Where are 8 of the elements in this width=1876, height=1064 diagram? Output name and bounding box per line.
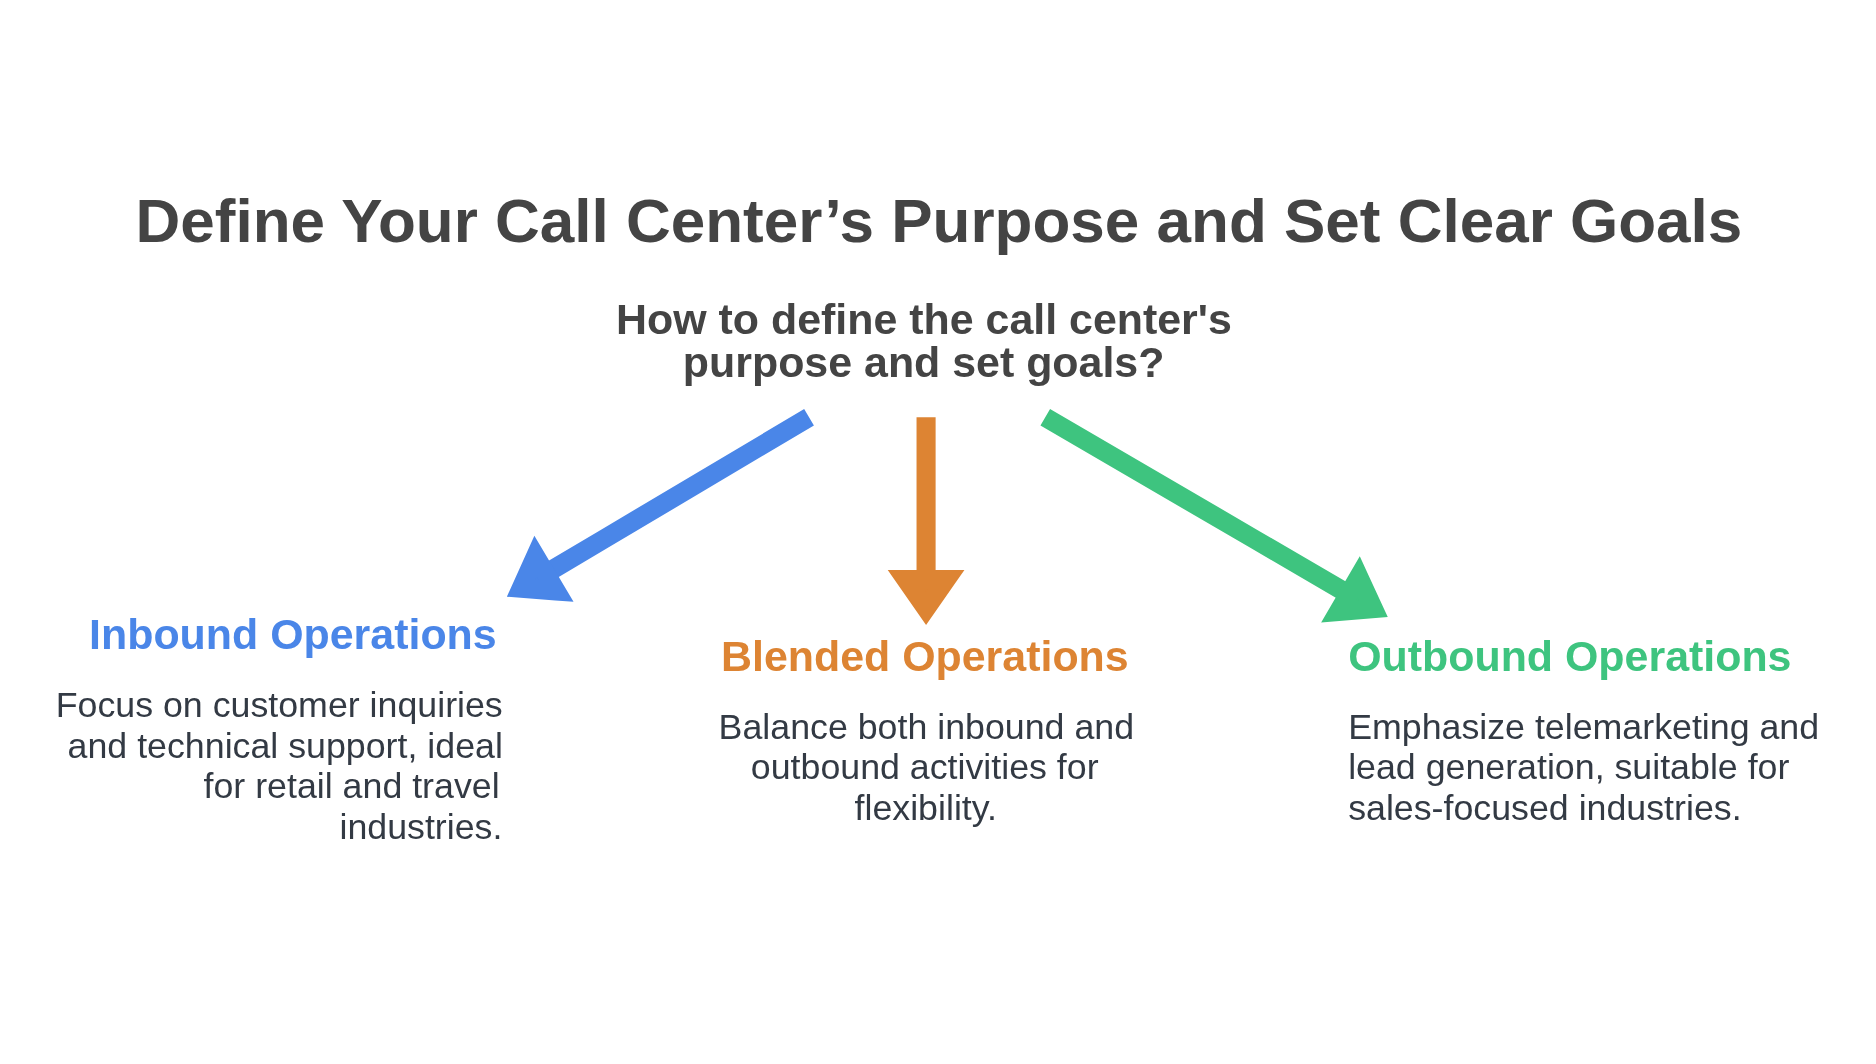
- node-text: How to define the call center's purpose and set goals?: [616, 294, 1232, 386]
- arrow: [506, 408, 814, 602]
- node-text: Inbound Operations Focus on customer inquiries and technical support, ideal for retail and travel industries.: [55, 609, 503, 847]
- arrow: [887, 416, 965, 625]
- node-text: Outbound Operations Emphasize telemarketing and lead generation, suitable for sales-focused industries.: [1348, 631, 1820, 828]
- diagram-title: Define Your Call Center’s Purpose and Set Clear Goals: [135, 185, 1743, 255]
- arrow: [1040, 408, 1388, 623]
- node-text: Blended Operations Balance both inbound and outbound activities for flexibility.: [718, 631, 1135, 828]
